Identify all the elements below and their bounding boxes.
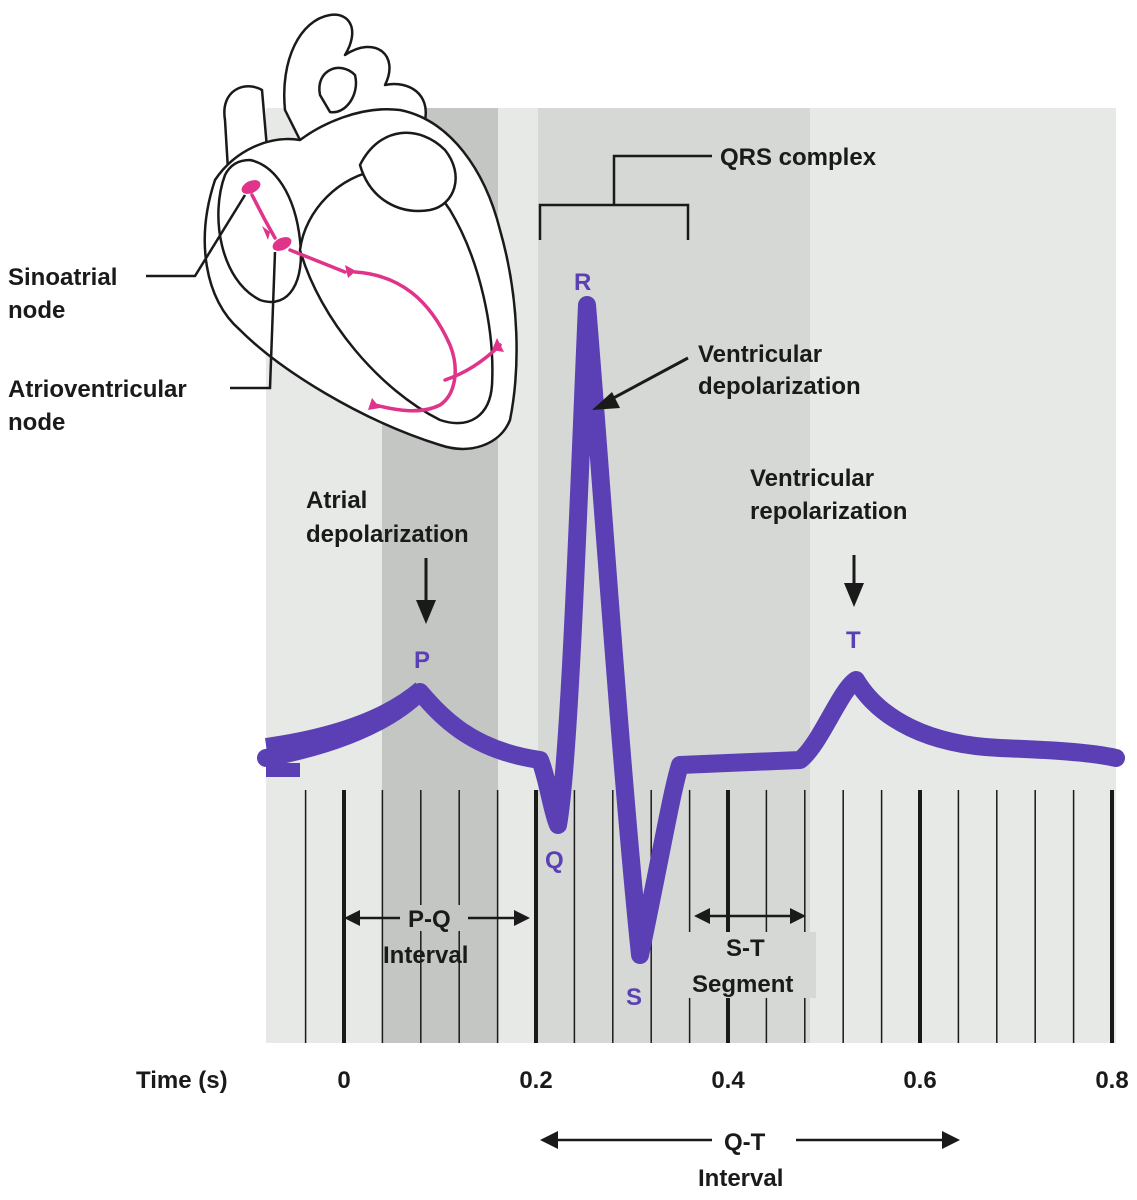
ventricular-depolarization-label-2: depolarization [698,373,861,400]
arrowhead-1 [262,226,270,240]
vent-repol-arrow [844,555,864,607]
qt-arrowhead-left [540,1131,558,1149]
pulmonary-trunk [318,66,358,114]
time-tick-label: 0.8 [1095,1067,1128,1094]
ventricular-repolarization-label-2: repolarization [750,498,907,525]
av-node-label-1: Atrioventricular [8,376,187,403]
av-node-label-2: node [8,409,65,436]
wave-label-r: R [574,269,591,296]
atrial-depolarization-label-1: Atrial [306,487,367,514]
atrial-depol-arrowhead [416,600,436,624]
pq-arrowhead-right [514,910,530,926]
qrs-bracket-shape [538,154,712,240]
qrs-bracket [538,154,712,240]
pq-label-bg [400,905,468,931]
st-arrowhead-right [790,908,806,924]
st-arrowhead-left [694,908,710,924]
qt-arrowhead-right [942,1131,960,1149]
qt-interval-label-2: Interval [698,1165,783,1192]
arrowhead-3 [368,398,380,410]
wave-label-s: S [626,984,642,1011]
bundle-branch-path [353,270,457,413]
band-right [810,108,1116,1043]
st-label-bg [688,932,816,998]
wave-label-t: T [846,627,861,654]
atrial-depol-arrow [416,558,436,624]
pq-arrowhead-left [344,910,360,926]
arrowhead-2 [345,265,356,278]
time-tick-label: 0.6 [903,1067,936,1094]
st-segment-label-1: S-T [726,935,765,962]
node-leaders [146,194,277,390]
time-axis-label: Time (s) [136,1067,228,1094]
left-atrium [358,131,457,213]
qt-interval-label-1: Q-T [724,1129,766,1156]
pq-interval-label-1: P-Q [408,906,451,933]
ecg-trace-base-band [265,682,425,777]
time-tick-label: 0 [337,1067,350,1094]
ventricular-repolarization-label-1: Ventricular [750,465,874,492]
wave-label-q: Q [545,847,564,874]
sa-to-av-path [250,193,277,240]
conduction-arrowheads [262,226,504,410]
wave-label-p: P [414,647,430,674]
pq-interval-arrow [344,905,530,931]
av-node [272,237,292,251]
av-to-bundle-path [288,248,347,274]
sa-node-label-2: node [8,297,65,324]
ventricular-depolarization-label-1: Ventricular [698,341,822,368]
sa-leader-line [146,194,247,278]
qt-interval-arrow [540,1131,960,1149]
qrs-complex-label: QRS complex [720,144,877,171]
heart-illustration [203,13,518,450]
time-tick-label: 0.2 [519,1067,552,1094]
arrowhead-4 [492,338,504,352]
pq-interval-label-2: Interval [383,942,468,969]
st-segment-arrow [688,908,816,998]
vent-depol-arrowhead [592,392,620,410]
atrial-depolarization-label-2: depolarization [306,521,469,548]
av-leader-line [230,251,277,390]
sa-node-label-1: Sinoatrial [8,264,117,291]
time-axis-ticks: 0 0.2 0.4 0.6 0.8 [337,1067,1128,1094]
ecg-trace [257,296,1125,964]
st-segment-label-2: Segment [692,971,793,998]
vent-repol-arrowhead [844,583,864,607]
sa-node [241,180,261,194]
vent-depol-arrow-shaft [605,356,689,404]
time-tick-label: 0.4 [711,1067,745,1094]
vent-depol-arrow [592,356,689,410]
